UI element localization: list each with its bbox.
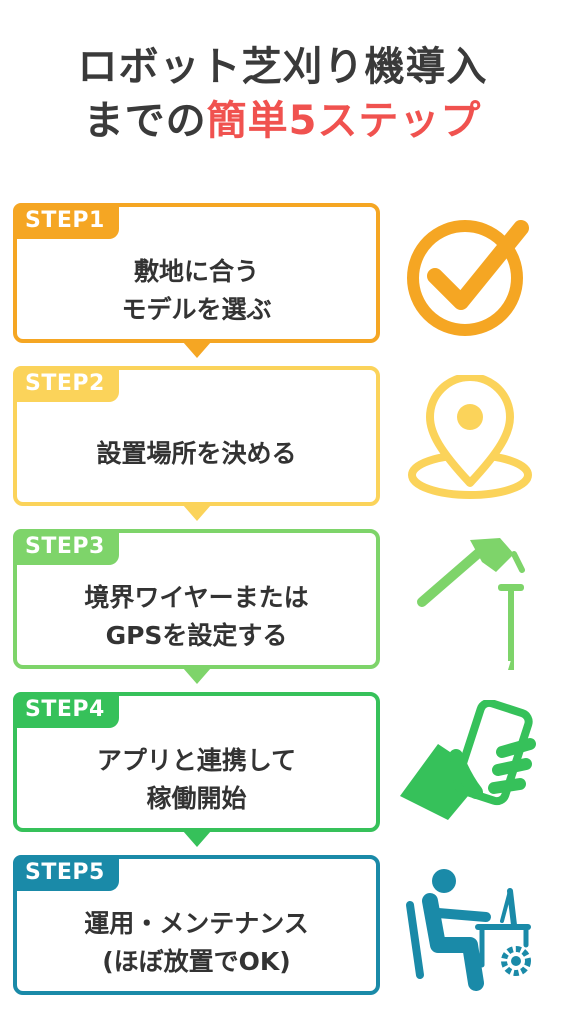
step-3-line-1: 境界ワイヤーまたは: [84, 583, 309, 612]
step-5-text: 運用・メンテナンス (ほぼ放置でOK): [17, 895, 376, 991]
step-1-text: 敷地に合う モデルを選ぶ: [17, 243, 376, 339]
step-1-tag: STEP1: [13, 203, 119, 239]
checkmark-circle-icon: [407, 220, 529, 336]
hand-smartphone-icon: [400, 700, 536, 820]
step-2-arrow: [183, 505, 211, 521]
title-line-2-prefix: までの: [83, 98, 207, 144]
step-4-line-1: アプリと連携して: [96, 746, 297, 775]
title-line-2: までの簡単5ステップ: [0, 94, 565, 148]
step-5-tag: STEP5: [13, 855, 119, 891]
page-title: ロボット芝刈り機導入 までの簡単5ステップ: [0, 40, 565, 148]
person-desk-gear-icon: [406, 869, 531, 991]
hammer-nail-icon: [417, 538, 525, 670]
step-1-arrow: [183, 342, 211, 358]
step-1-line-1: 敷地に合う: [133, 257, 259, 286]
step-3-tag: STEP3: [13, 529, 119, 565]
step-2-card: STEP2 設置場所を決める: [13, 366, 380, 506]
step-4-arrow: [183, 831, 211, 847]
step-3-arrow: [183, 668, 211, 684]
step-1-card: STEP1 敷地に合う モデルを選ぶ: [13, 203, 380, 343]
step-5-line-2: (ほぼ放置でOK): [102, 947, 291, 976]
step-5-card: STEP5 運用・メンテナンス (ほぼ放置でOK): [13, 855, 380, 995]
step-4-text: アプリと連携して 稼働開始: [17, 732, 376, 828]
step-2-text: 設置場所を決める: [17, 406, 376, 502]
step-3-line-2: GPSを設定する: [105, 621, 288, 650]
step-1-line-2: モデルを選ぶ: [121, 295, 272, 324]
step-2-tag: STEP2: [13, 366, 119, 402]
title-line-2-accent: 簡単5ステップ: [206, 98, 482, 144]
step-3-text: 境界ワイヤーまたは GPSを設定する: [17, 569, 376, 665]
step-2-line-1: 設置場所を決める: [96, 439, 297, 468]
step-3-card: STEP3 境界ワイヤーまたは GPSを設定する: [13, 529, 380, 669]
step-4-line-2: 稼働開始: [146, 784, 247, 813]
step-4-card: STEP4 アプリと連携して 稼働開始: [13, 692, 380, 832]
title-line-1: ロボット芝刈り機導入: [77, 44, 488, 90]
step-4-tag: STEP4: [13, 692, 119, 728]
location-pin-icon: [408, 375, 532, 499]
step-5-line-1: 運用・メンテナンス: [84, 909, 309, 938]
